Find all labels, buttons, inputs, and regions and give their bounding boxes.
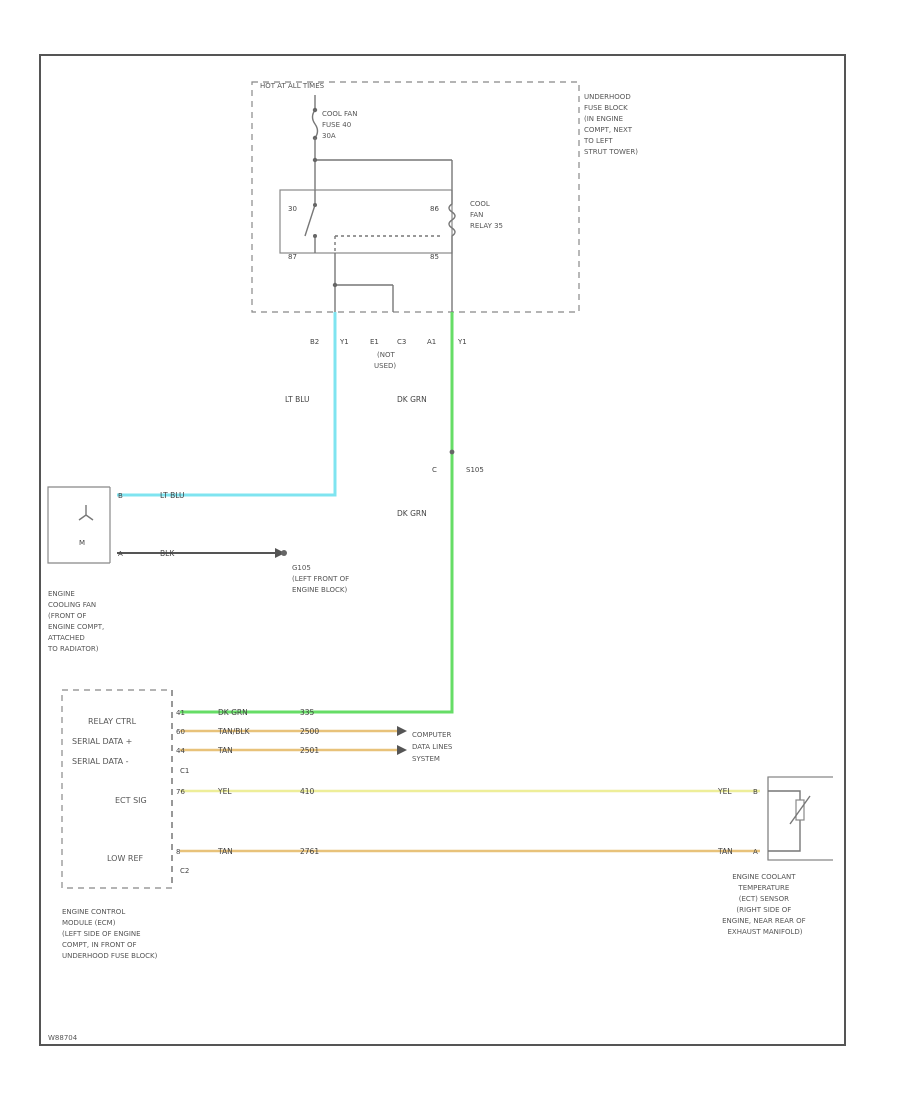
- circuit-410: 410: [300, 787, 315, 796]
- connector-a1: A1: [427, 338, 436, 346]
- connector-y1-right: Y1: [457, 338, 467, 346]
- ecm-row-serial-data-plus: SERIAL DATA +: [72, 737, 132, 746]
- circuit-2501: 2501: [300, 746, 319, 755]
- wire-label-tan-right: TAN: [717, 847, 733, 856]
- wire-label-yel-right: YEL: [717, 787, 732, 796]
- relay-pin-86: 86: [430, 205, 439, 213]
- ecm-row-ect-sig: ECT SIG: [115, 796, 147, 805]
- ecm-row-low-ref: LOW REF: [107, 854, 144, 863]
- ecm-pin-44: 44: [176, 747, 185, 755]
- diagram-frame: [39, 54, 846, 1046]
- cooling-fan-label: ENGINE COOLING FAN (FRONT OF ENGINE COMP…: [47, 590, 106, 653]
- underhood-fuse-block: HOT AT ALL TIMES UNDERHOOD FUSE BLOCK (I…: [251, 81, 638, 313]
- ecm-row-serial-data-minus: SERIAL DATA -: [72, 757, 129, 766]
- fan-pin-a: A: [118, 550, 123, 558]
- connector-c3: C3: [397, 338, 406, 346]
- circuit-2761: 2761: [300, 847, 319, 856]
- relay-pin-30: 30: [288, 205, 297, 213]
- computer-data-lines-label: COMPUTER DATA LINES SYSTEM: [412, 731, 455, 763]
- relay-label: COOL FAN RELAY 35: [470, 200, 503, 230]
- thermistor-icon: [768, 790, 801, 852]
- data-line-arrow-icon-2: [397, 745, 407, 755]
- circuit-2500: 2500: [300, 727, 319, 736]
- ecm-pin-8: 8: [176, 848, 180, 856]
- engine-cooling-fan: M B A ENGINE COOLING FAN (FRONT OF ENGIN…: [47, 486, 123, 653]
- wire-label-lt-blu-fan: LT BLU: [160, 491, 185, 500]
- ect-sensor: B A ENGINE COOLANT TEMPERATURE (ECT) SEN…: [722, 776, 833, 936]
- wire-label-dk-grn-top: DK GRN: [397, 395, 427, 404]
- circuit-335: 335: [300, 708, 315, 717]
- diagram-code: W88704: [48, 1034, 78, 1042]
- fuse-block-connectors: B2 Y1 E1 C3 A1 Y1 (NOT USED): [310, 338, 467, 370]
- cool-fan-relay: [279, 189, 453, 254]
- ect-pin-a: A: [753, 848, 758, 856]
- underhood-fuse-block-label: UNDERHOOD FUSE BLOCK (IN ENGINE COMPT, N…: [583, 93, 638, 156]
- ecm-connector-c2: C2: [180, 867, 189, 875]
- ecm-pin-60: 60: [176, 728, 185, 736]
- not-used-label: (NOT USED): [374, 351, 397, 370]
- fan-pin-b: B: [118, 492, 123, 500]
- wire-label-tan-low: TAN: [217, 847, 233, 856]
- splice-name: S105: [466, 466, 484, 474]
- ecm-pin-76: 76: [176, 788, 185, 796]
- engine-control-module: RELAY CTRL SERIAL DATA + SERIAL DATA - E…: [61, 689, 189, 960]
- ecm-row-relay-ctrl: RELAY CTRL: [88, 717, 137, 726]
- fan-icon: [78, 505, 94, 521]
- wire-label-dk-grn-mid: DK GRN: [397, 509, 427, 518]
- wire-label-lt-blu-top: LT BLU: [285, 395, 310, 404]
- fuse-label: COOL FAN FUSE 40 30A: [322, 110, 360, 140]
- wire-lt-blu: [117, 312, 337, 497]
- ground-arrow-icon: [275, 548, 285, 558]
- wire-dk-grn: [180, 312, 454, 714]
- ect-sensor-label: ENGINE COOLANT TEMPERATURE (ECT) SENSOR …: [722, 873, 808, 936]
- connector-y1-left: Y1: [339, 338, 349, 346]
- ect-pin-b: B: [753, 788, 758, 796]
- data-line-arrow-icon-1: [397, 726, 407, 736]
- wire-label-yel: YEL: [217, 787, 232, 796]
- ground-label: G105 (LEFT FRONT OF ENGINE BLOCK): [292, 564, 351, 594]
- fuse-symbol: [311, 109, 319, 139]
- relay-pin-87: 87: [288, 253, 297, 261]
- wire-label-tan-blk: TAN/BLK: [217, 727, 251, 736]
- connector-e1: E1: [370, 338, 379, 346]
- relay-coil: [448, 190, 456, 253]
- wire-label-dk-grn-ecm: DK GRN: [218, 708, 248, 717]
- relay-switch-contact: [304, 190, 316, 253]
- relay-pin-85: 85: [430, 253, 439, 261]
- connector-b2: B2: [310, 338, 319, 346]
- ecm-label: ENGINE CONTROL MODULE (ECM) (LEFT SIDE O…: [62, 908, 158, 960]
- splice-s105: C S105: [432, 449, 484, 474]
- ecm-pin-41: 41: [176, 709, 185, 717]
- splice-pin: C: [432, 466, 437, 474]
- wire-label-tan: TAN: [217, 746, 233, 755]
- motor-symbol: M: [79, 539, 85, 547]
- ground-g105: G105 (LEFT FRONT OF ENGINE BLOCK): [275, 548, 351, 594]
- ecm-connector-c1: C1: [180, 767, 189, 775]
- wire-label-blk: BLK: [160, 549, 175, 558]
- hot-at-all-times-label: HOT AT ALL TIMES: [260, 82, 325, 90]
